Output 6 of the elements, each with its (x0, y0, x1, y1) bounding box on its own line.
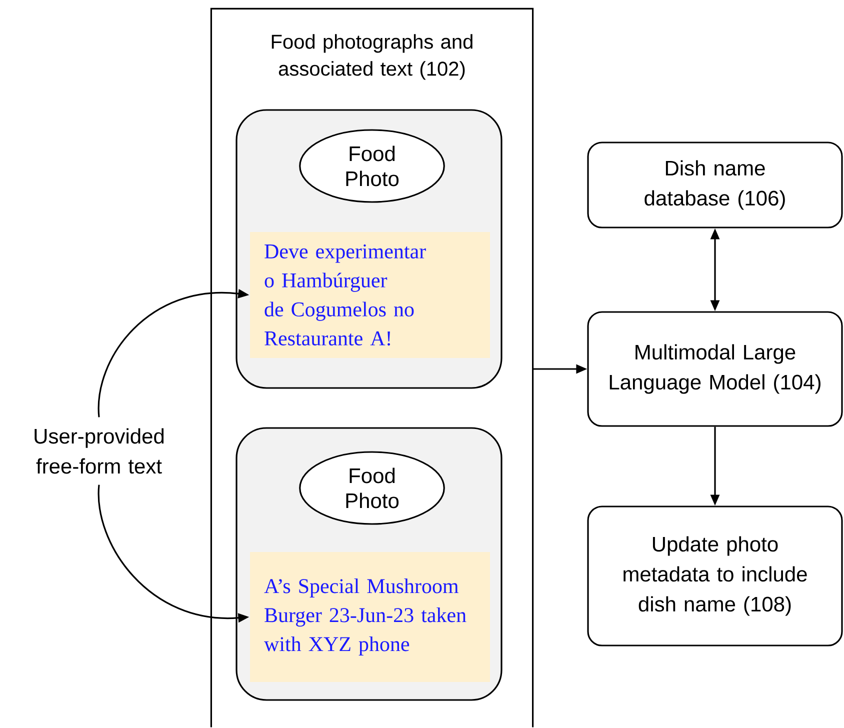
process-box: Update photo metadata to include dish name (108) (587, 506, 843, 646)
text-note: A’s Special Mushroom Burger 23-Jun-23 taken with XYZ phone (250, 552, 490, 682)
process-box: Multimodal Large Language Model (104) (587, 311, 843, 427)
annotation-text: User-provided free-form text (34, 428, 164, 474)
process-box: Dish name database (106) (587, 142, 843, 228)
text-note: Deve experimentar o Hambúrguer de Cogumelos no Restaurante A! (250, 232, 490, 358)
